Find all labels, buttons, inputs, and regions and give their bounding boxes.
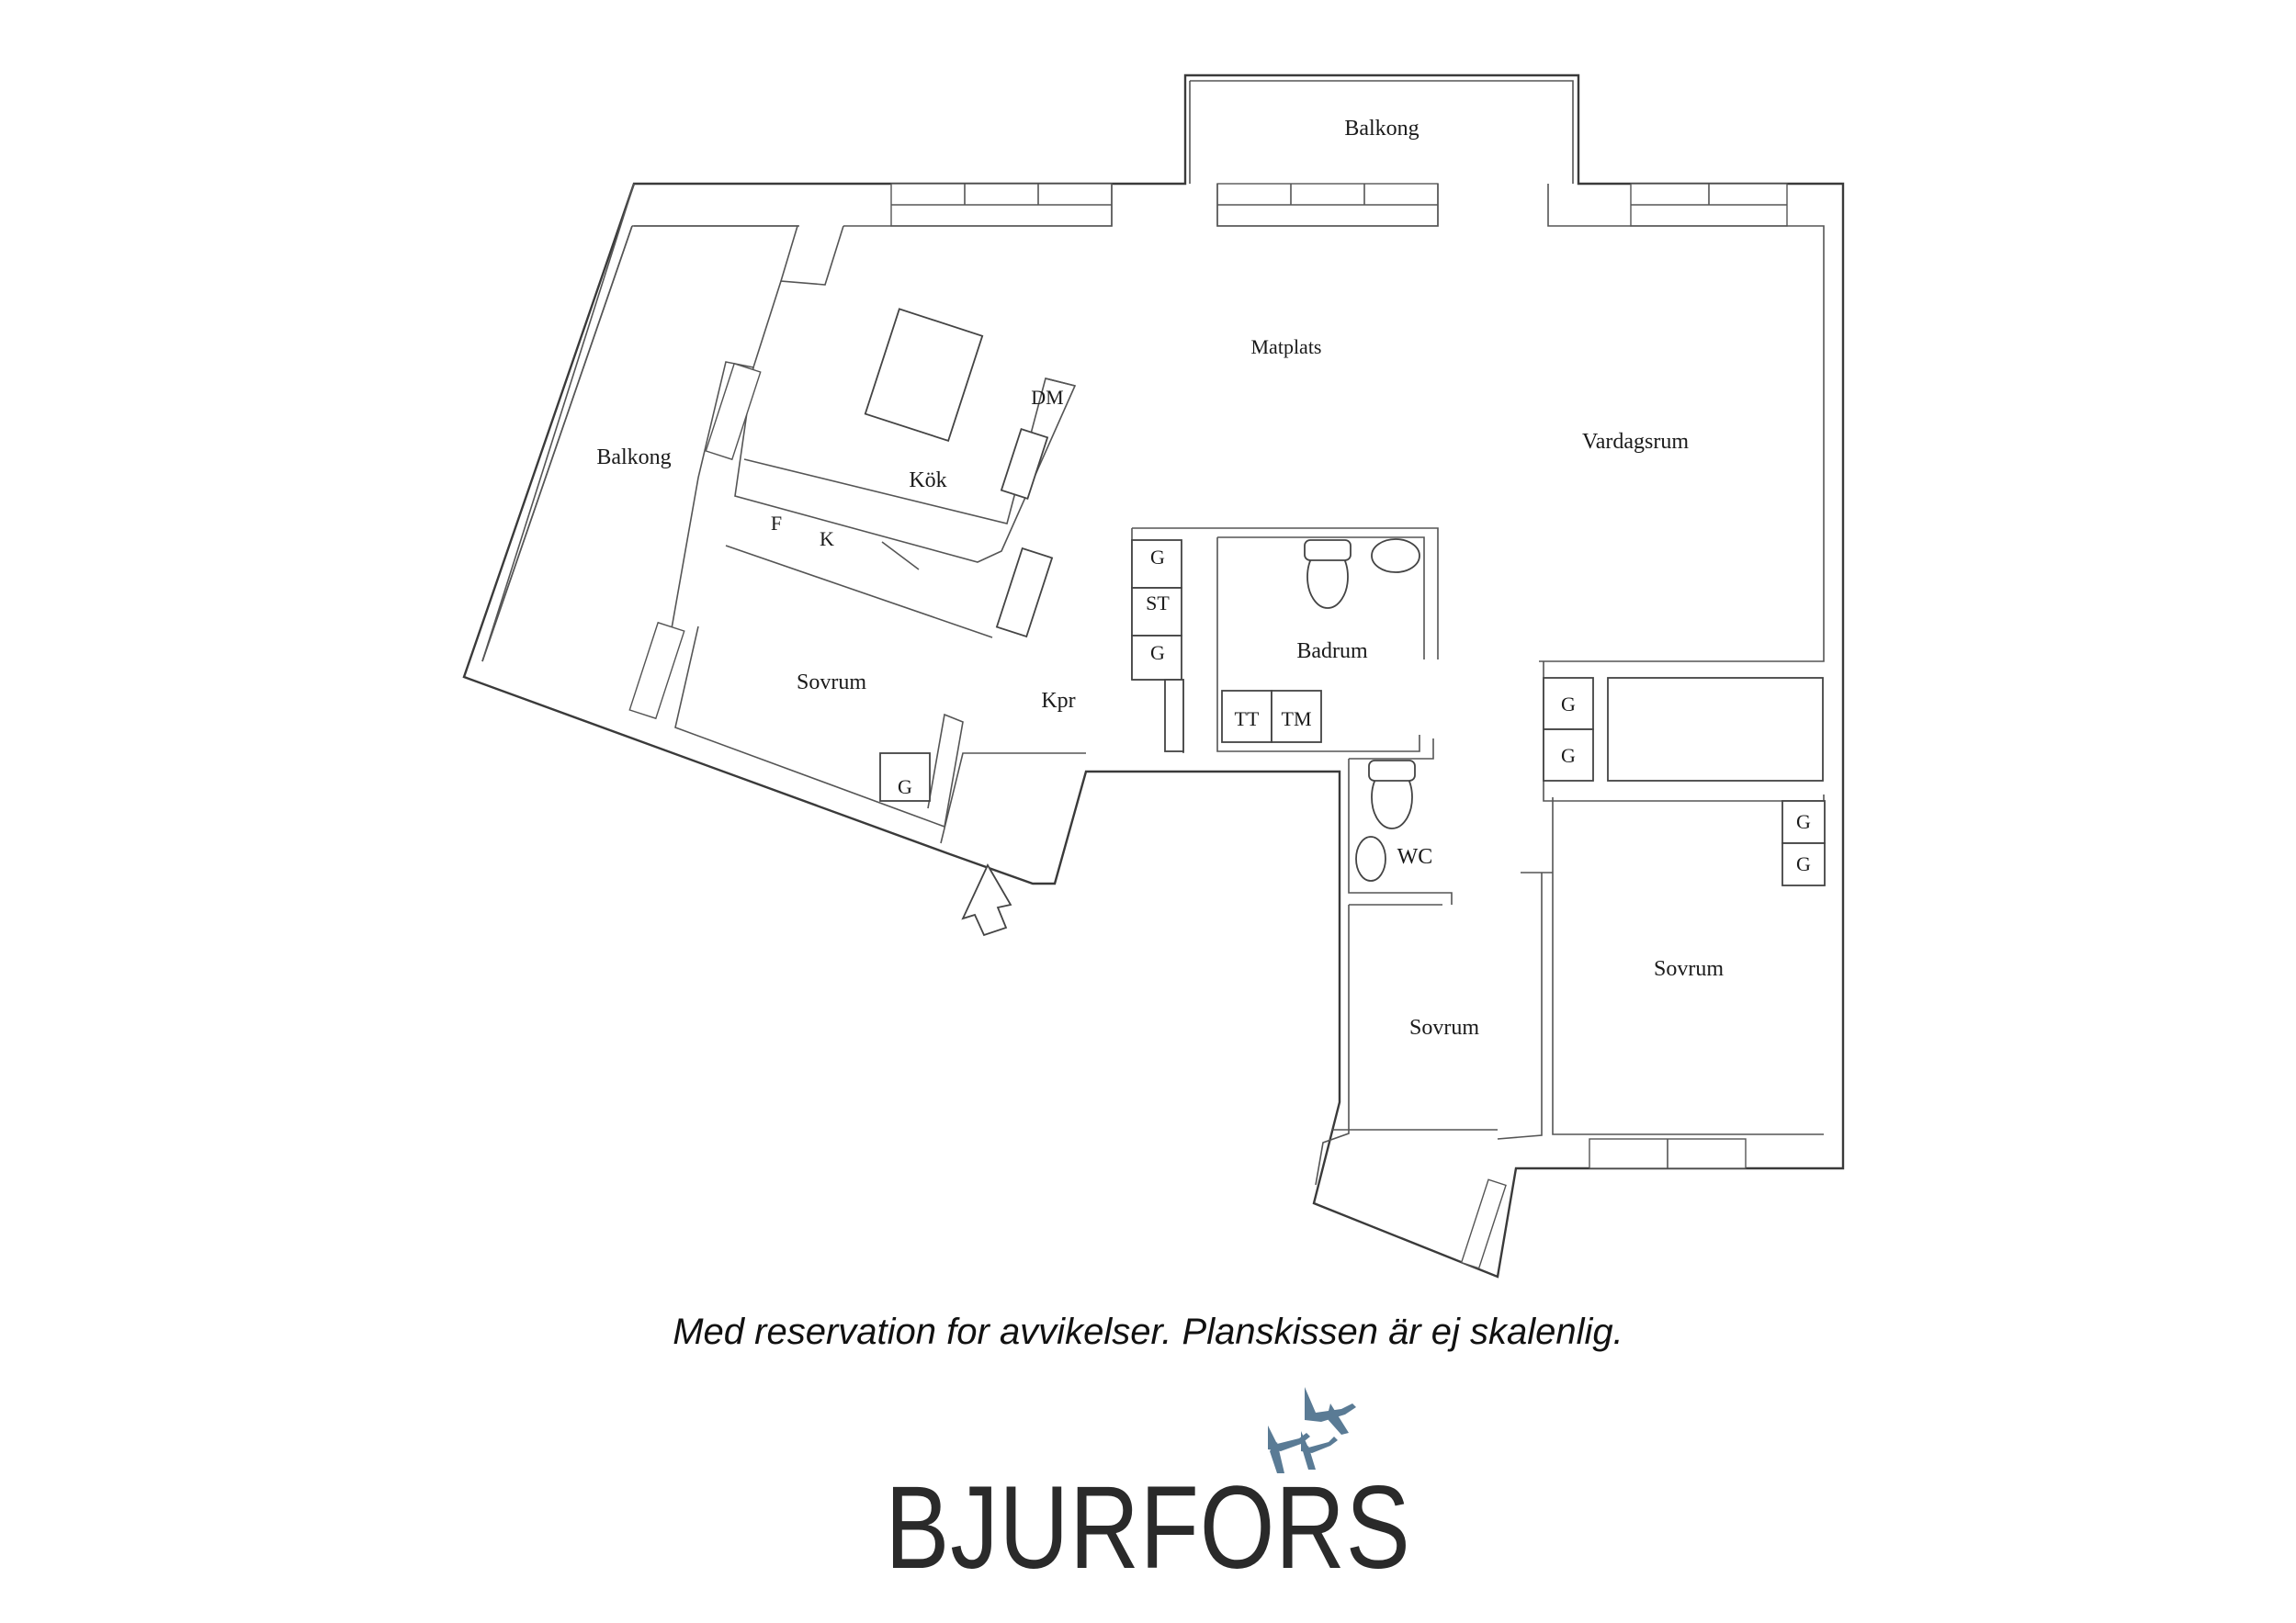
disclaimer-text: Med reservation for avvikelser. Planskis… xyxy=(673,1312,1623,1352)
room-label-vardagsrum: Vardagsrum xyxy=(1582,430,1689,454)
fixture-label-tt: TT xyxy=(1235,707,1260,730)
fixture-label-dm: DM xyxy=(1031,386,1063,409)
kitchen-fixtures xyxy=(864,308,1054,638)
fixture-label-f: F xyxy=(771,512,782,535)
fixture-label-g-kpr-1: G xyxy=(1150,546,1165,569)
room-label-balkong-left: Balkong xyxy=(596,445,671,469)
fixture-label-g-hall-1: G xyxy=(1561,693,1576,716)
room-label-sovrum-left: Sovrum xyxy=(797,671,866,694)
room-label-balkong-top: Balkong xyxy=(1344,117,1419,141)
fixture-label-g-hall-2: G xyxy=(1561,744,1576,767)
brand-wordmark: BJURFORS xyxy=(885,1462,1411,1594)
fixture-label-st: ST xyxy=(1146,592,1170,614)
fixture-label-k: K xyxy=(820,527,834,550)
fixture-label-g-sovrum-left: G xyxy=(898,775,912,798)
fixture-label-g-sovrum-right-2: G xyxy=(1796,852,1811,875)
closets xyxy=(879,539,1826,886)
room-label-badrum: Badrum xyxy=(1296,639,1368,663)
room-label-matplats: Matplats xyxy=(1251,335,1322,358)
fixture-label-g-sovrum-right-1: G xyxy=(1796,810,1811,833)
fixture-label-g-kpr-2: G xyxy=(1150,641,1165,664)
balcony-left xyxy=(481,225,1507,1269)
room-label-sovrum-mid: Sovrum xyxy=(1409,1016,1479,1040)
entrance-arrow-icon xyxy=(961,863,1012,937)
room-label-kpr: Kpr xyxy=(1041,689,1075,713)
geese-logo-icon xyxy=(1268,1387,1356,1473)
room-label-sovrum-right: Sovrum xyxy=(1654,957,1724,981)
outer-walls xyxy=(462,73,1845,1279)
fixture-label-tm: TM xyxy=(1282,707,1312,730)
bathroom-fixtures xyxy=(1221,538,1420,882)
room-label-wc: WC xyxy=(1397,845,1433,869)
room-label-kok: Kök xyxy=(909,468,946,492)
